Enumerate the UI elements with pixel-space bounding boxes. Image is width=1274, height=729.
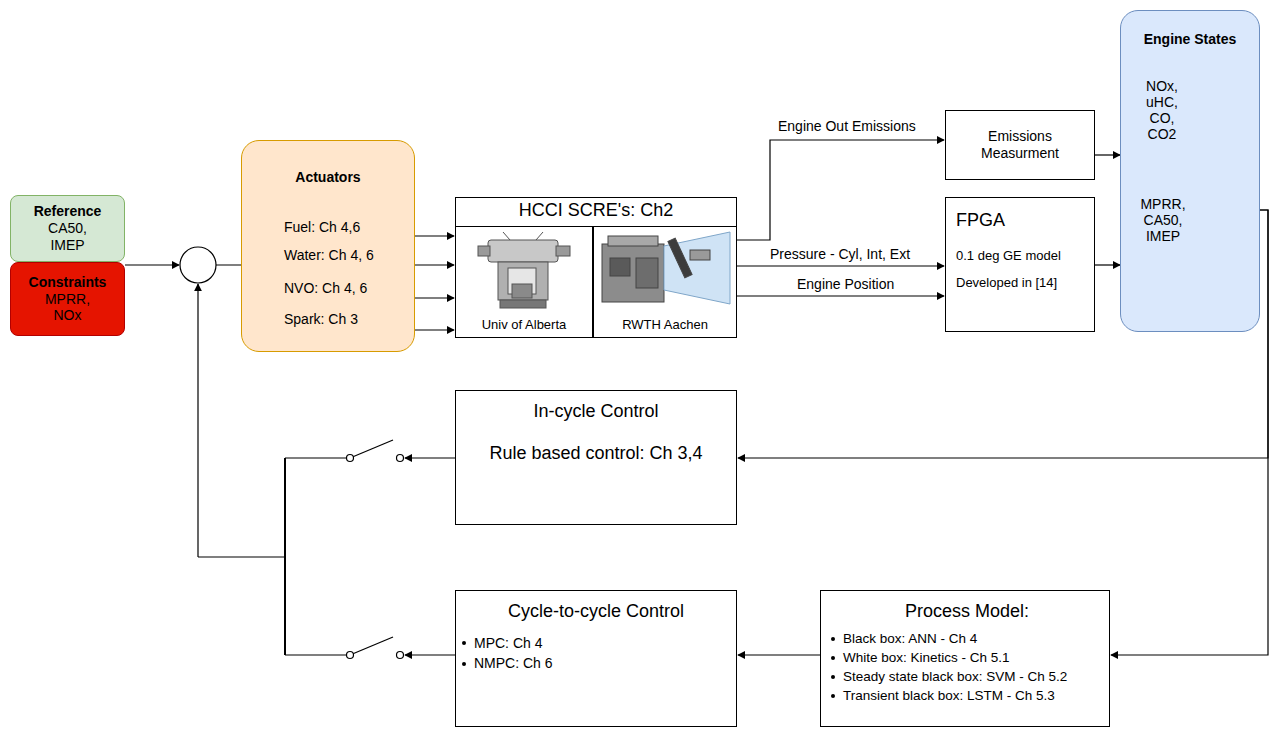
connector-arrow <box>737 265 944 266</box>
node-text: Transient black box: LSTM - Ch 5.3 <box>843 688 1055 704</box>
text-row: FPGA <box>956 210 1005 232</box>
node-text: Steady state black box: SVM - Ch 5.2 <box>843 669 1067 685</box>
node-text: Rule based control: Ch 3,4 <box>489 443 702 465</box>
node-title: RWTH Aachen <box>622 317 708 333</box>
connector-arrow <box>1095 264 1120 265</box>
text-row: NMPC: Ch 6 <box>460 655 553 672</box>
node-title: HCCI SCRE's: Ch2 <box>519 200 673 222</box>
constraints-box: ConstraintsMPRR, NOx <box>10 262 125 336</box>
summing-junction <box>180 247 216 283</box>
reference-box: ReferenceCA50, IMEP <box>10 195 125 262</box>
text-row: Rule based control: Ch 3,4 <box>489 443 702 465</box>
state-label: NOx, uHC, CO, CO2 <box>1136 78 1188 142</box>
node-title: Reference <box>34 203 102 220</box>
actuator-label: Fuel: Ch 4,6 <box>284 219 409 235</box>
actuator-label: Spark: Ch 3 <box>284 311 409 327</box>
text-row: MPC: Ch 4 <box>460 635 542 652</box>
engine-illustration <box>478 232 570 308</box>
node-text: MPC: Ch 4 <box>474 635 542 652</box>
node-title: Constraints <box>29 274 107 291</box>
text-row: MPRR, NOx <box>43 291 93 325</box>
node-text: White box: Kinetics - Ch 5.1 <box>843 650 1010 666</box>
actuator-label: Water: Ch 4, 6 <box>284 247 409 263</box>
node-text: CA50, IMEP <box>43 220 93 254</box>
bullet-dot <box>831 694 835 698</box>
control-box: In-cycle ControlRule based control: Ch 3… <box>455 390 737 525</box>
control-box: Cycle-to-cycle ControlMPC: Ch 4 NMPC: Ch … <box>455 590 737 727</box>
connector-arrow <box>738 654 820 655</box>
bullet-dot <box>462 641 466 645</box>
text-row: RWTH Aachen <box>622 317 708 333</box>
connector-arrow <box>737 140 944 240</box>
node-title: Process Model: <box>905 601 1029 623</box>
text-row: In-cycle Control <box>533 401 658 423</box>
test-bench-box: RWTH Aachen <box>593 226 737 338</box>
node-text: 0.1 deg GE model <box>956 248 1061 264</box>
fpga-box: FPGA 0.1 deg GE modelDeveloped in [14] <box>945 197 1095 332</box>
layout-wires <box>125 155 1260 655</box>
edge-label: Engine Out Emissions <box>776 118 918 134</box>
state-label: MPRR, CA50, IMEP <box>1134 196 1192 244</box>
node-title: Univ of Alberta <box>482 317 567 333</box>
edge-label: Engine Position <box>795 276 896 292</box>
text-row: Engine States <box>1144 31 1237 48</box>
node-text: MPRR, NOx <box>43 291 93 325</box>
connector-arrow <box>1095 154 1120 155</box>
connector-arrow <box>737 295 944 296</box>
text-row: Developed in [14] <box>956 275 1057 291</box>
node-text: Developed in [14] <box>956 275 1057 291</box>
bullet-dot <box>831 637 835 641</box>
actuator-label: NVO: Ch 4, 6 <box>284 280 409 296</box>
node-title: Actuators <box>295 169 360 186</box>
text-row: Actuators <box>295 169 360 186</box>
text-row: White box: Kinetics - Ch 5.1 <box>829 650 1010 666</box>
node-text: NMPC: Ch 6 <box>474 655 553 672</box>
node-title: Emissions Measurment <box>970 128 1070 162</box>
node-text: Black box: ANN - Ch 4 <box>843 631 977 647</box>
text-row: Univ of Alberta <box>482 317 567 333</box>
switch-terminals <box>347 455 404 659</box>
edge-label: Pressure - Cyl, Int, Ext <box>768 246 912 262</box>
text-row: 0.1 deg GE model <box>956 248 1061 264</box>
text-row: Cycle-to-cycle Control <box>508 601 684 623</box>
text-row: Steady state black box: SVM - Ch 5.2 <box>829 669 1067 685</box>
states-band: Engine States <box>1120 10 1260 332</box>
bullet-dot <box>831 675 835 679</box>
text-row: Emissions Measurment <box>970 128 1070 162</box>
bullet-dot <box>831 656 835 660</box>
text-row: Process Model: <box>905 601 1029 623</box>
node-title: FPGA <box>956 210 1005 232</box>
node-title: Cycle-to-cycle Control <box>508 601 684 623</box>
text-row: Black box: ANN - Ch 4 <box>829 631 977 647</box>
text-row: Reference <box>34 203 102 220</box>
engine-illustration <box>602 232 730 304</box>
node-title: In-cycle Control <box>533 401 658 423</box>
model-box: Process Model: Black box: ANN - Ch 4 White… <box>820 590 1110 727</box>
text-row: Constraints <box>29 274 107 291</box>
node-title: Engine States <box>1144 31 1237 48</box>
test-bench-box: Univ of Alberta <box>455 226 593 338</box>
process-box: Emissions Measurment <box>945 110 1095 180</box>
text-row: CA50, IMEP <box>43 220 93 254</box>
text-row: Transient black box: LSTM - Ch 5.3 <box>829 688 1055 704</box>
engine-box: HCCI SCRE's: Ch2Univ of Alberta RWTH Aach… <box>455 197 737 338</box>
bullet-dot <box>462 662 466 666</box>
text-row: HCCI SCRE's: Ch2 <box>519 200 673 222</box>
